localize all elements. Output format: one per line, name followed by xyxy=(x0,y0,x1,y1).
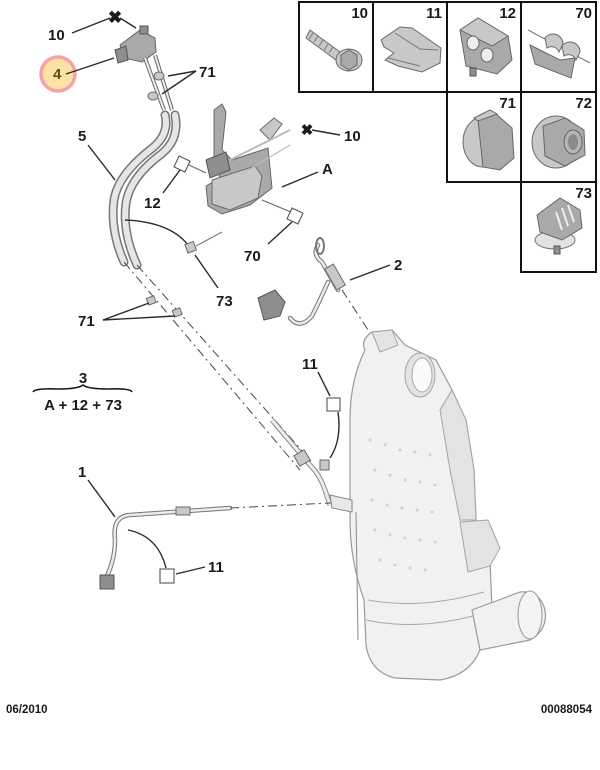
ref-square-70 xyxy=(286,207,304,225)
callout-1[interactable]: 1 xyxy=(78,464,86,481)
kit-formula: 3 A + 12 + 73 xyxy=(32,370,133,414)
ref-square-11-mid xyxy=(326,397,341,412)
callout-12[interactable]: 12 xyxy=(144,195,161,212)
hose-clamp-icon xyxy=(462,109,515,171)
bolt-icon xyxy=(305,29,363,72)
callout-A[interactable]: A xyxy=(322,161,333,178)
callout-71-top[interactable]: 71 xyxy=(199,64,216,81)
part-number-12: 12 xyxy=(499,5,516,22)
leader-lines xyxy=(65,17,391,575)
footer-date: 06/2010 xyxy=(6,704,48,716)
callout-71-mid[interactable]: 71 xyxy=(78,313,95,330)
svg-text:✖: ✖ xyxy=(108,8,122,27)
svg-text:✖: ✖ xyxy=(301,122,314,139)
temperature-sensor-2[interactable] xyxy=(257,237,347,326)
sensor-2-dash-line xyxy=(341,289,373,337)
clip-73-installed xyxy=(124,219,223,254)
pipe-holder-icon xyxy=(459,17,513,77)
part-number-72: 72 xyxy=(575,95,592,112)
bracket-A[interactable] xyxy=(205,103,291,215)
callout-10-right[interactable]: 10 xyxy=(344,128,361,145)
cross-marker-icon: ✖ xyxy=(108,8,122,27)
part-cell-12[interactable]: 12 xyxy=(459,5,516,77)
callout-10-top[interactable]: 10 xyxy=(48,27,65,44)
part-cell-72[interactable]: 72 xyxy=(531,95,592,169)
callout-5[interactable]: 5 xyxy=(78,128,86,145)
kit-formula-text: A + 12 + 73 xyxy=(44,397,122,414)
ref-square-11-bottom xyxy=(159,568,175,584)
pressure-pipe-5[interactable] xyxy=(108,110,181,270)
callout-73[interactable]: 73 xyxy=(216,293,233,310)
temperature-sensor-1[interactable] xyxy=(99,505,233,590)
part-cell-73[interactable]: 73 xyxy=(534,185,592,255)
part-cell-71[interactable]: 71 xyxy=(462,95,516,171)
part-cell-70[interactable]: 70 xyxy=(527,5,592,79)
part-number-73: 73 xyxy=(575,185,592,202)
push-in-clip-icon xyxy=(534,197,583,255)
ref-square-12 xyxy=(173,155,191,173)
part-number-71: 71 xyxy=(499,95,516,112)
part-number-10: 10 xyxy=(351,5,368,22)
callout-2[interactable]: 2 xyxy=(394,257,402,274)
sensor-hoses xyxy=(143,54,174,111)
sensor-1-dash-line xyxy=(229,501,351,509)
callout-11-mid[interactable]: 11 xyxy=(302,356,318,373)
particulate-filter xyxy=(329,329,547,681)
pipe-dash-line-b xyxy=(136,264,313,463)
footer-reference: 00088054 xyxy=(540,704,592,716)
clamp-71-lower xyxy=(145,295,183,318)
highlight-marker[interactable] xyxy=(39,55,77,93)
flange-nut-icon xyxy=(531,115,586,169)
callout-labels: 10 4 71 5 10 A 12 70 73 2 71 11 1 11 xyxy=(48,27,402,576)
part-number-11: 11 xyxy=(426,5,442,22)
callout-70[interactable]: 70 xyxy=(244,248,261,265)
twin-clip-icon xyxy=(527,29,591,79)
spring-clip-icon xyxy=(380,26,442,73)
pressure-sensor-4[interactable] xyxy=(114,25,157,64)
parts-grid: 10 11 12 xyxy=(298,1,597,273)
brace-icon xyxy=(32,383,133,393)
callout-4[interactable]: 4 xyxy=(53,66,62,83)
callout-11-bottom[interactable]: 11 xyxy=(208,559,224,576)
cross-marker-icon: ✖ xyxy=(301,122,314,139)
part-number-70: 70 xyxy=(575,5,592,22)
kit-number[interactable]: 3 xyxy=(79,370,87,387)
part-cell-10[interactable]: 10 xyxy=(305,5,368,72)
part-cell-11[interactable]: 11 xyxy=(380,5,442,73)
pipe-lower-section xyxy=(270,418,333,506)
